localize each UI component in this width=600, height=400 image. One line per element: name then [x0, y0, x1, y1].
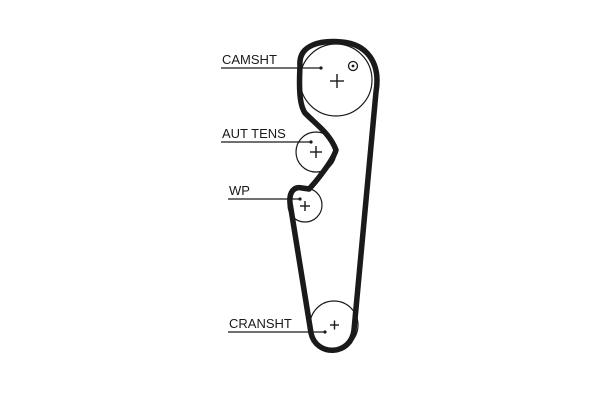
- crankshaft-label: CRANSHT: [229, 316, 292, 331]
- camshaft-timing-mark-icon: [347, 60, 359, 72]
- crankshaft-leader-dot: [323, 330, 327, 334]
- timing-belt: [287, 38, 380, 353]
- auto-tensioner-center-mark: [310, 146, 322, 158]
- water-pump-leader-dot: [298, 197, 302, 201]
- water-pump-label: WP: [229, 183, 250, 198]
- crankshaft-center-mark: [330, 320, 339, 330]
- water-pump-center-mark: [300, 201, 310, 211]
- auto-tensioner-label: AUT TENS: [222, 126, 286, 141]
- auto-tensioner-leader-dot: [309, 140, 313, 144]
- camshaft-center-mark: [330, 74, 344, 88]
- camshaft-leader-dot: [319, 66, 323, 70]
- camshaft-pulley: [299, 43, 373, 117]
- camshaft-label: CAMSHT: [222, 52, 277, 67]
